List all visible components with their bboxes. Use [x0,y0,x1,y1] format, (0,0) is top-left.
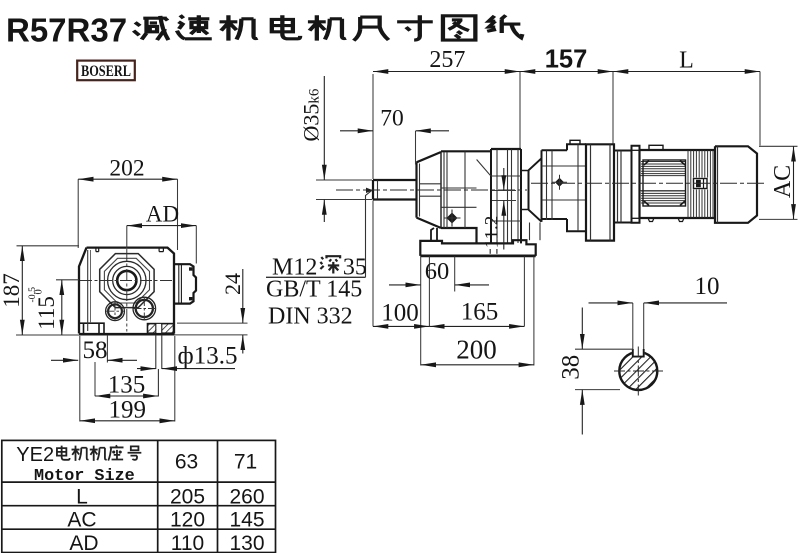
svg-text:YE2: YE2 [16,444,54,466]
svg-text:260: 260 [229,486,264,509]
svg-text:120: 120 [170,509,205,532]
svg-text:AD: AD [69,532,98,553]
svg-text:257: 257 [429,47,465,73]
svg-text:BOSERL: BOSERL [81,63,131,80]
svg-text:145: 145 [229,509,264,532]
svg-text:110: 110 [171,532,204,553]
svg-text:202: 202 [109,156,144,182]
svg-text:AC: AC [67,509,96,532]
svg-text:0: 0 [34,289,45,294]
svg-text:ф13.5: ф13.5 [178,343,238,370]
svg-text:60: 60 [425,258,450,285]
svg-text:Motor Size: Motor Size [34,467,135,486]
svg-text:DIN 332: DIN 332 [268,304,353,330]
svg-text:115: 115 [34,296,59,330]
svg-text:157: 157 [545,46,588,74]
svg-text:AD: AD [146,202,179,227]
svg-text:130: 130 [229,532,264,553]
svg-text:205: 205 [170,486,205,509]
svg-text:10: 10 [695,273,720,300]
svg-text:135: 135 [108,372,146,399]
svg-text:24: 24 [220,273,245,295]
svg-text:L: L [76,486,88,509]
svg-text:71: 71 [234,450,257,473]
svg-text:200: 200 [456,335,497,365]
svg-text:11.2: 11.2 [482,216,503,249]
svg-text:-0.5: -0.5 [27,287,38,303]
svg-text:199: 199 [109,397,147,424]
svg-text:R57R37: R57R37 [6,12,127,49]
svg-text:187: 187 [0,273,24,308]
svg-text:L: L [679,48,694,74]
svg-text:AC: AC [770,165,796,198]
svg-text:58: 58 [83,337,108,364]
svg-text:GB/T 145: GB/T 145 [266,277,362,303]
svg-text:165: 165 [461,299,499,326]
svg-text:63: 63 [175,450,198,473]
svg-text:38: 38 [558,355,585,380]
svg-text:100: 100 [381,299,419,326]
svg-text:70: 70 [380,105,404,131]
